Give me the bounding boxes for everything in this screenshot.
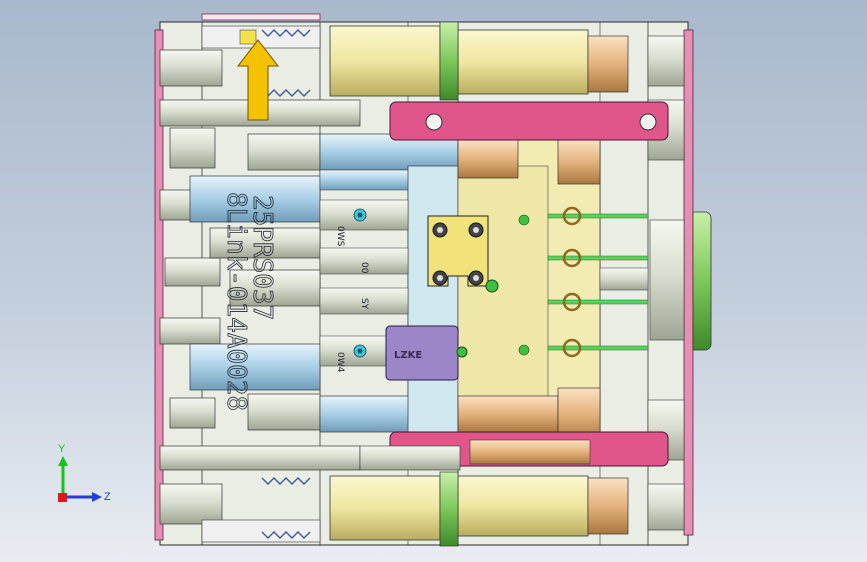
left-guide-pins [159,49,361,525]
latch-block [427,215,499,293]
triad-z-label: Z [104,491,111,503]
direction-arrow [236,39,280,121]
center-left-rods [189,25,321,543]
triad-y-label: Y [58,443,66,455]
part-mark-d: 0W4 [335,352,345,373]
cavity-insert [457,139,601,443]
springs [261,29,311,539]
purple-lifter-block: LZKE [385,325,468,381]
engraved-text: 25PRS037 8Link-014A0028 [221,192,278,412]
coordinate-triad: Y Z [58,443,111,503]
pink-link-bars [359,101,669,471]
left-pink-plate [154,29,164,541]
right-locating-ring [692,211,712,351]
purple-tag-text: LZKE [394,350,422,361]
engraving-line1: 25PRS037 [247,195,277,320]
part-mark-a: 0WS [335,226,345,247]
part-mark-b: 00 [359,262,369,274]
cream-cylinders [329,21,629,547]
engraving-line2: 8Link-014A0028 [221,192,251,411]
part-mark-c: SY [359,298,369,310]
right-pink-plate [683,29,694,536]
blue-slide-block [319,133,459,443]
